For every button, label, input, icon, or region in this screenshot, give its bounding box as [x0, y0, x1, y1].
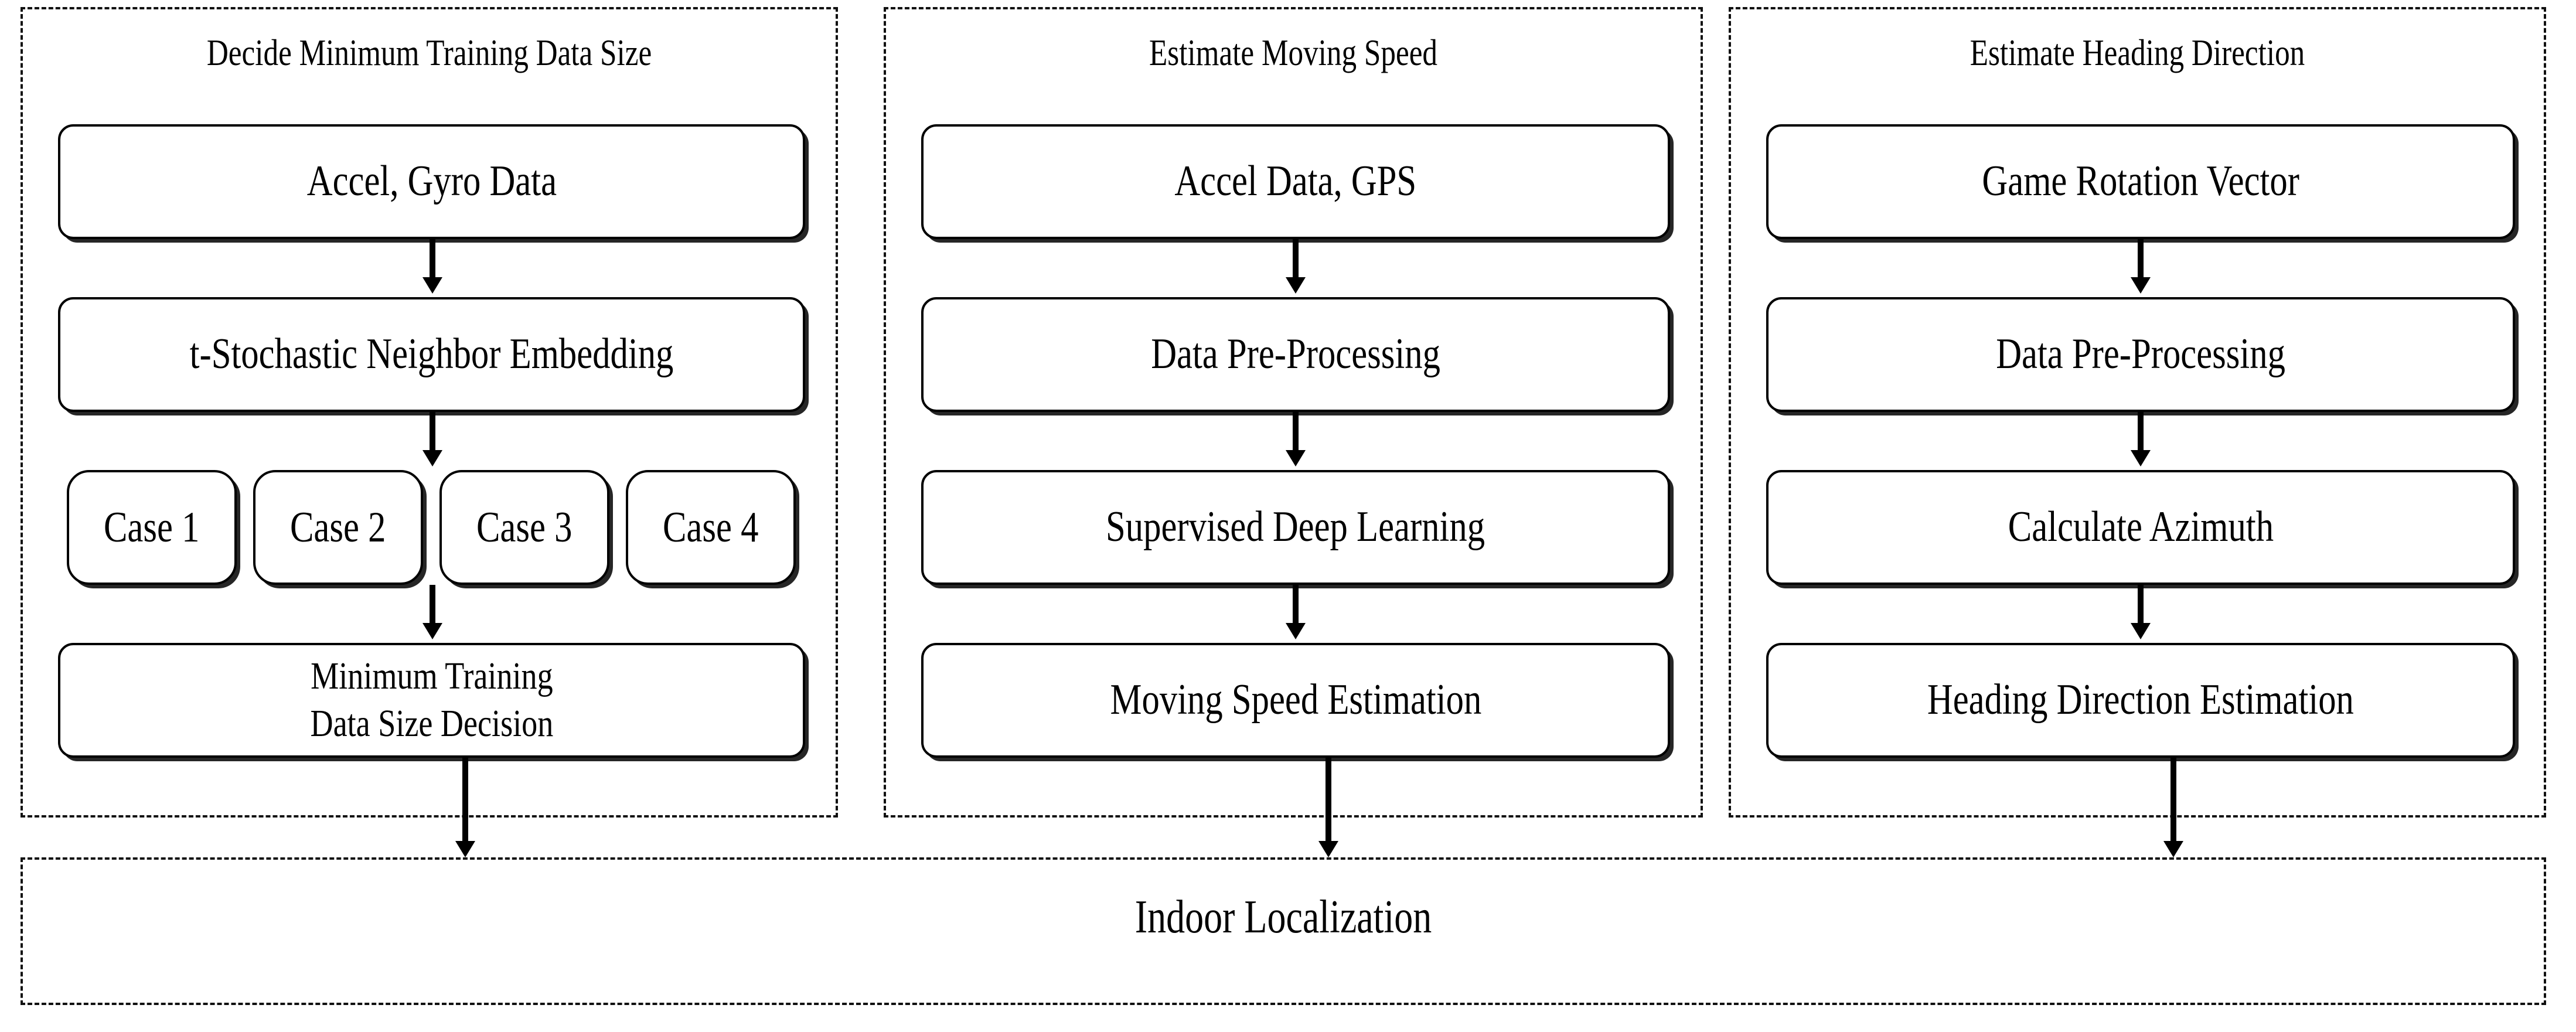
- arrow-cases-to-minimum: [430, 585, 435, 624]
- node-label: Data Pre-Processing: [1996, 330, 2285, 379]
- node-moving-speed-estimation[interactable]: Moving Speed Estimation: [921, 643, 1670, 758]
- node-label: Case 4: [663, 503, 759, 551]
- node-label: Case 1: [104, 503, 200, 551]
- node-heading-direction-estimation[interactable]: Heading Direction Estimation: [1766, 643, 2515, 758]
- node-label: Case 2: [290, 503, 386, 551]
- node-case-1[interactable]: Case 1: [67, 470, 237, 585]
- node-label: Heading Direction Estimation: [1927, 676, 2354, 724]
- node-supervised-deep-learning[interactable]: Supervised Deep Learning: [921, 470, 1670, 585]
- panel-estimate-heading-direction: Estimate Heading Direction Game Rotation…: [1729, 7, 2546, 818]
- node-data-pre-processing-speed[interactable]: Data Pre-Processing: [921, 297, 1670, 412]
- arrow-preprocessing-to-azimuth: [2138, 412, 2144, 451]
- node-calculate-azimuth[interactable]: Calculate Azimuth: [1766, 470, 2515, 585]
- arrow-azimuth-to-heading: [2138, 585, 2144, 624]
- panel-title-column-3: Estimate Heading Direction: [1970, 32, 2305, 73]
- arrow-gps-to-preprocessing: [1293, 239, 1299, 278]
- panel-indoor-localization: Indoor Localization: [21, 857, 2546, 1005]
- arrow-accel-to-tsne: [430, 239, 435, 278]
- node-label: Accel, Gyro Data: [306, 157, 557, 206]
- result-label-indoor-localization: Indoor Localization: [1134, 891, 1432, 943]
- node-label: Data Pre-Processing: [1151, 330, 1440, 379]
- arrow-tsne-to-cases: [430, 412, 435, 451]
- node-accel-gyro-data[interactable]: Accel, Gyro Data: [58, 124, 805, 239]
- node-label: t-Stochastic Neighbor Embedding: [189, 330, 674, 379]
- arrow-sdl-to-speed-estimation: [1293, 585, 1299, 624]
- arrow-preprocessing-to-sdl: [1293, 412, 1299, 451]
- node-case-4[interactable]: Case 4: [626, 470, 796, 585]
- panel-title-column-2: Estimate Moving Speed: [1149, 32, 1438, 73]
- node-t-stochastic-neighbor-embedding[interactable]: t-Stochastic Neighbor Embedding: [58, 297, 805, 412]
- arrow-column-3-to-indoor-localization: [2170, 755, 2176, 842]
- node-accel-data-gps[interactable]: Accel Data, GPS: [921, 124, 1670, 239]
- node-case-2[interactable]: Case 2: [253, 470, 423, 585]
- arrow-column-1-to-indoor-localization: [462, 755, 468, 842]
- arrow-column-2-to-indoor-localization: [1326, 755, 1331, 842]
- node-minimum-training-data-size-decision[interactable]: Minimum Training Data Size Decision: [58, 643, 805, 758]
- node-label: Accel Data, GPS: [1174, 157, 1417, 206]
- node-label: Case 3: [476, 503, 573, 551]
- panel-decide-minimum-training-data-size: Decide Minimum Training Data Size Accel,…: [21, 7, 838, 818]
- panel-estimate-moving-speed: Estimate Moving Speed Accel Data, GPS Da…: [884, 7, 1703, 818]
- node-data-pre-processing-heading[interactable]: Data Pre-Processing: [1766, 297, 2515, 412]
- node-label: Calculate Azimuth: [2008, 503, 2274, 551]
- node-case-3[interactable]: Case 3: [439, 470, 609, 585]
- node-label: Moving Speed Estimation: [1110, 676, 1481, 724]
- node-label: Game Rotation Vector: [1982, 157, 2299, 206]
- arrow-rotation-to-preprocessing: [2138, 239, 2144, 278]
- panel-title-column-1: Decide Minimum Training Data Size: [206, 32, 652, 73]
- node-label: Minimum Training Data Size Decision: [310, 655, 553, 745]
- node-label: Supervised Deep Learning: [1106, 503, 1485, 551]
- node-game-rotation-vector[interactable]: Game Rotation Vector: [1766, 124, 2515, 239]
